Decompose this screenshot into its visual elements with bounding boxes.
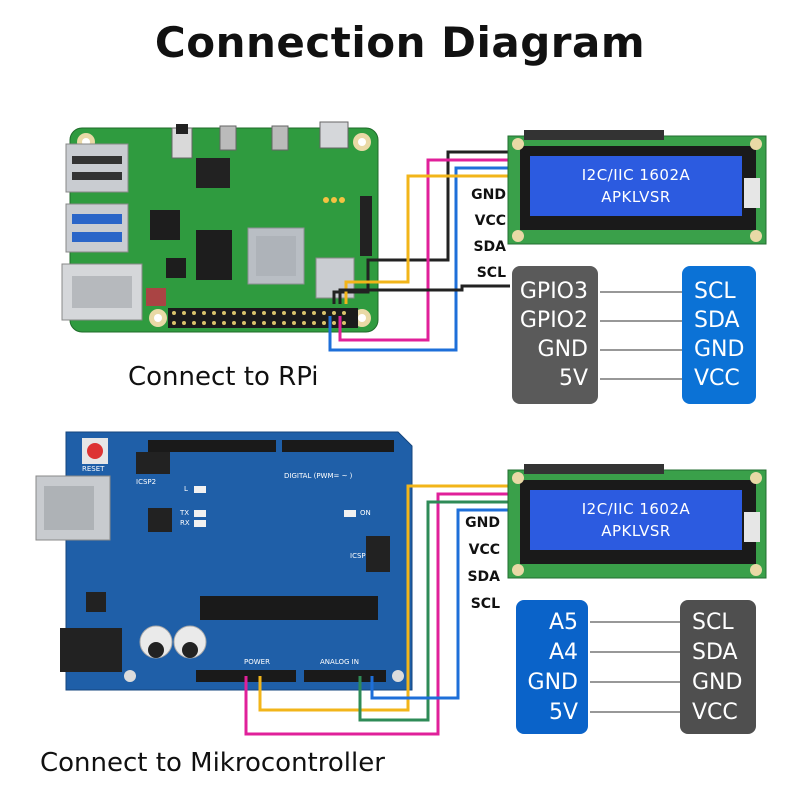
rpi-lcd-pin-row: SCL	[694, 279, 736, 304]
rpi-lcd-pin-row: SDA	[694, 308, 740, 333]
arduino-analog-label: ANALOG IN	[320, 658, 359, 666]
page-title: Connection Diagram	[154, 18, 646, 67]
wire-sda-rpi	[328, 166, 510, 352]
wire-scl-arduino	[370, 508, 510, 700]
wire-gnd-rpi	[332, 150, 510, 304]
wire-sda-arduino	[358, 500, 510, 722]
rpi-gpio-box: GPIO3 GPIO2 GND 5V	[512, 266, 598, 404]
wire-black-rpi	[338, 284, 510, 304]
rpi-lcd-module	[507, 130, 767, 245]
rpi-lcd-pin-row: GND	[694, 337, 745, 362]
rpi-pin-sda: SDA	[473, 239, 506, 255]
rpi-gpio-row: 5V	[558, 366, 588, 391]
rpi-gpio-row: GND	[537, 337, 588, 362]
arduino-table-lines	[590, 621, 688, 713]
rpi-lcd-line2: APKLVSR	[601, 188, 671, 206]
arduino-icsp2-label: ICSP2	[136, 478, 157, 486]
arduino-power-label: POWER	[244, 658, 270, 666]
wire-gnd-arduino	[258, 484, 510, 712]
rpi-gpio-pins	[172, 311, 346, 325]
arduino-wires	[244, 484, 510, 736]
wire-vcc-rpi	[338, 158, 510, 342]
arduino-pin-vcc: VCC	[468, 542, 500, 558]
arduino-caption: Connect to Mikrocontroller	[40, 748, 385, 778]
rpi-lcd-line1: I2C/IIC 1602A	[581, 166, 691, 184]
arduino-analog-row: GND	[527, 670, 578, 695]
arduino-lcd-pin-box: SCL SDA GND VCC	[680, 600, 756, 734]
arduino-analog-row: A4	[548, 640, 578, 665]
rpi-lcd-pin-row: VCC	[694, 366, 740, 391]
arduino-digital-label: DIGITAL (PWM= ~ )	[284, 472, 353, 480]
rpi-pin-scl: SCL	[476, 265, 506, 281]
rpi-lcd-pin-box: SCL SDA GND VCC	[682, 266, 756, 404]
arduino-analog-row: 5V	[548, 700, 578, 725]
arduino-lcd-pin-row: SCL	[692, 610, 734, 635]
arduino-rx-label: RX	[180, 519, 190, 527]
arduino-pin-scl: SCL	[470, 596, 500, 612]
arduino-l-label: L	[184, 485, 188, 493]
arduino-analog-row: A5	[548, 610, 578, 635]
arduino-on-label: ON	[360, 509, 371, 517]
rpi-wires	[328, 150, 510, 352]
rpi-table-lines	[600, 291, 688, 380]
wire-vcc-arduino	[244, 492, 510, 736]
rpi-caption: Connect to RPi	[128, 362, 319, 392]
arduino-pin-sda: SDA	[467, 569, 500, 585]
arduino-lcd-pin-row: VCC	[692, 700, 738, 725]
rpi-pin-gnd: GND	[471, 187, 506, 203]
arduino-board	[35, 431, 413, 691]
rpi-board	[61, 121, 379, 333]
arduino-lcd-line2: APKLVSR	[601, 522, 671, 540]
arduino-tx-label: TX	[180, 509, 190, 517]
arduino-lcd-pin-row: SDA	[692, 640, 738, 665]
arduino-analog-box: A5 A4 GND 5V	[516, 600, 588, 734]
arduino-lcd-line1: I2C/IIC 1602A	[581, 500, 691, 518]
arduino-lcd-module	[507, 464, 767, 579]
rpi-gpio-row: GPIO3	[519, 279, 588, 304]
arduino-pin-gnd: GND	[465, 515, 500, 531]
arduino-icsp-label: ICSP	[350, 552, 366, 560]
arduino-lcd-pin-row: GND	[692, 670, 743, 695]
rpi-pin-vcc: VCC	[474, 213, 506, 229]
rpi-gpio-row: GPIO2	[519, 308, 588, 333]
arduino-reset-label: RESET	[82, 465, 105, 473]
